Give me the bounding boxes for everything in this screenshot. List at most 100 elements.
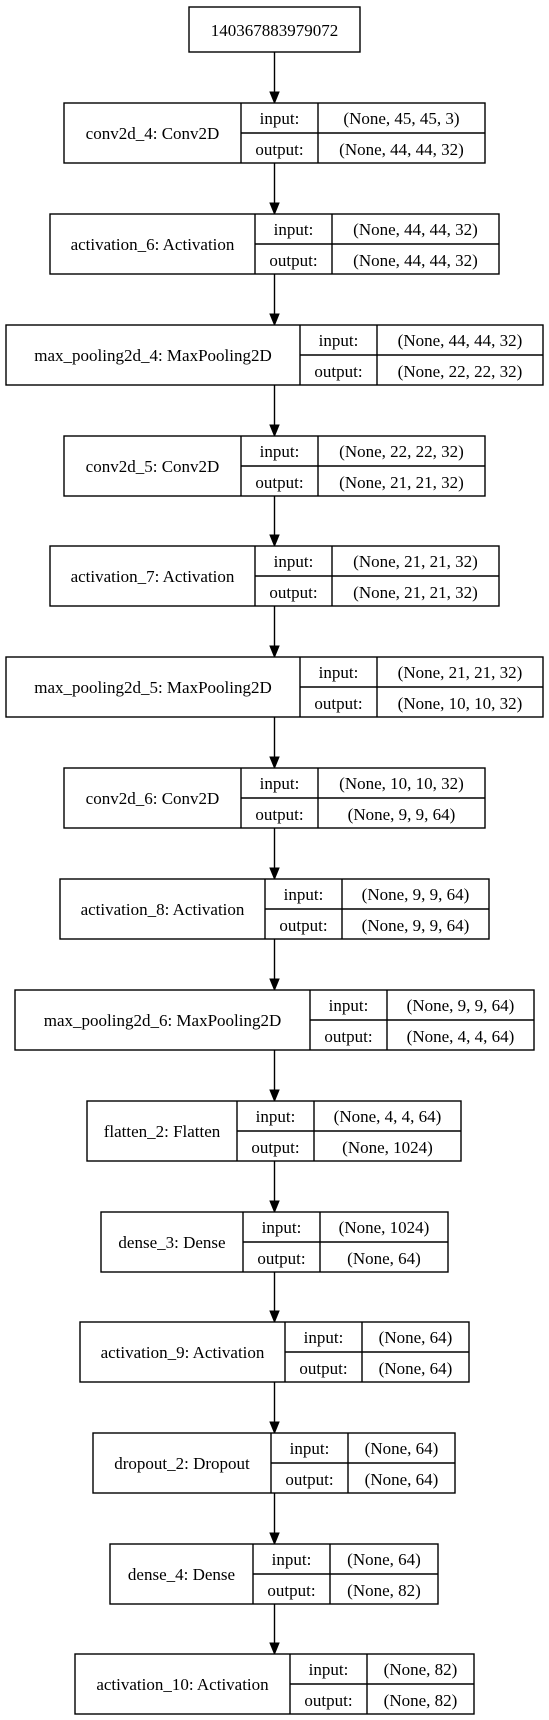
input-port-label: input: [260,109,300,128]
arrowhead-icon [269,1421,280,1435]
output-port-label: output: [285,1470,333,1489]
arrowhead-icon [269,867,280,881]
output-shape: (None, 64) [347,1249,421,1268]
input-port-label: input: [262,1218,302,1237]
root-node: 140367883979072 [188,6,361,53]
layer-node: activation_9: Activation input: output: (No… [79,1321,470,1383]
output-port-label: output: [299,1359,347,1378]
input-port-label: input: [290,1439,330,1458]
edge-arrow [269,1604,280,1656]
arrowhead-icon [269,424,280,438]
output-port-label: output: [251,1138,299,1157]
output-port-label: output: [304,1691,352,1710]
input-port-label: input: [284,885,324,904]
arrowhead-icon [269,645,280,659]
input-port-label: input: [274,220,314,239]
output-shape: (None, 9, 9, 64) [348,805,456,824]
input-port-label: input: [256,1107,296,1126]
output-shape: (None, 4, 4, 64) [407,1027,515,1046]
edge-arrow [269,163,280,216]
layer-name: max_pooling2d_5: MaxPooling2D [34,678,272,697]
layer-name: max_pooling2d_6: MaxPooling2D [44,1011,282,1030]
output-port-label: output: [314,362,362,381]
output-port-label: output: [279,916,327,935]
input-shape: (None, 64) [379,1328,453,1347]
arrowhead-icon [269,1089,280,1103]
output-port-label: output: [269,583,317,602]
layer-node: max_pooling2d_6: MaxPooling2D input: outpu… [14,989,535,1051]
edge-arrow [269,1382,280,1435]
edge-arrow [269,828,280,881]
input-shape: (None, 9, 9, 64) [362,885,470,904]
edges-layer [269,52,280,1656]
input-port-label: input: [260,774,300,793]
layer-name: dense_3: Dense [118,1233,225,1252]
edge-arrow [269,1272,280,1324]
layer-name: conv2d_4: Conv2D [86,124,220,143]
input-port-label: input: [274,552,314,571]
input-shape: (None, 21, 21, 32) [353,552,478,571]
edge-arrow [269,274,280,327]
output-shape: (None, 64) [365,1470,439,1489]
layer-name: dense_4: Dense [128,1565,235,1584]
output-port-label: output: [267,1581,315,1600]
output-shape: (None, 44, 44, 32) [339,140,464,159]
layer-node: max_pooling2d_4: MaxPooling2Dinput:outpu… [5,324,544,386]
arrowhead-icon [269,978,280,992]
input-port-label: input: [272,1550,312,1569]
output-port-label: output: [314,694,362,713]
output-shape: (None, 21, 21, 32) [339,473,464,492]
output-shape: (None, 82) [384,1691,458,1710]
edge-arrow [269,385,280,438]
arrowhead-icon [269,756,280,770]
layer-node: activation_10: Activationinput:output:(N… [74,1653,475,1715]
output-shape: (None, 21, 21, 32) [353,583,478,602]
layer-name: flatten_2: Flatten [104,1122,221,1141]
arrowhead-icon [269,1642,280,1656]
arrowhead-icon [269,91,280,105]
output-port-label: output: [257,1249,305,1268]
input-shape: (None, 22, 22, 32) [339,442,464,461]
input-shape: (None, 10, 10, 32) [339,774,464,793]
input-shape: (None, 45, 45, 3) [343,109,459,128]
edge-arrow [269,1493,280,1546]
output-port-label: output: [255,473,303,492]
output-shape: (None, 64) [379,1359,453,1378]
output-port-label: output: [324,1027,372,1046]
edge-arrow [269,939,280,992]
edge-arrow [269,1161,280,1214]
layer-name: activation_9: Activation [101,1343,265,1362]
edge-arrow [269,606,280,659]
edge-arrow [269,52,280,105]
layer-node: activation_7: Activation input: output: (No… [49,545,500,607]
layer-name: activation_7: Activation [71,567,235,586]
output-shape: (None, 22, 22, 32) [398,362,523,381]
edge-arrow [269,496,280,548]
layer-node: dropout_2: Dropout input: output: (None, 64… [92,1432,456,1494]
output-port-label: output: [255,140,303,159]
arrowhead-icon [269,202,280,216]
layer-name: conv2d_6: Conv2D [86,789,220,808]
input-shape: (None, 21, 21, 32) [398,663,523,682]
arrowhead-icon [269,534,280,548]
layer-node: conv2d_4: Conv2D input: output: (None, 45, … [63,102,486,164]
input-shape: (None, 44, 44, 32) [398,331,523,350]
layer-name: dropout_2: Dropout [114,1454,250,1473]
input-port-label: input: [304,1328,344,1347]
root-node-label: 140367883979072 [211,21,339,40]
output-shape: (None, 82) [347,1581,421,1600]
input-shape: (None, 82) [384,1660,458,1679]
input-port-label: input: [329,996,369,1015]
input-shape: (None, 1024) [339,1218,430,1237]
layer-name: conv2d_5: Conv2D [86,457,220,476]
input-shape: (None, 4, 4, 64) [334,1107,442,1126]
arrowhead-icon [269,1532,280,1546]
arrowhead-icon [269,1200,280,1214]
layer-node: flatten_2: Flatten input: output: (None, 4,… [86,1100,462,1162]
edge-arrow [269,1050,280,1103]
layer-node: max_pooling2d_5: MaxPooling2Dinput:outpu… [5,656,544,718]
